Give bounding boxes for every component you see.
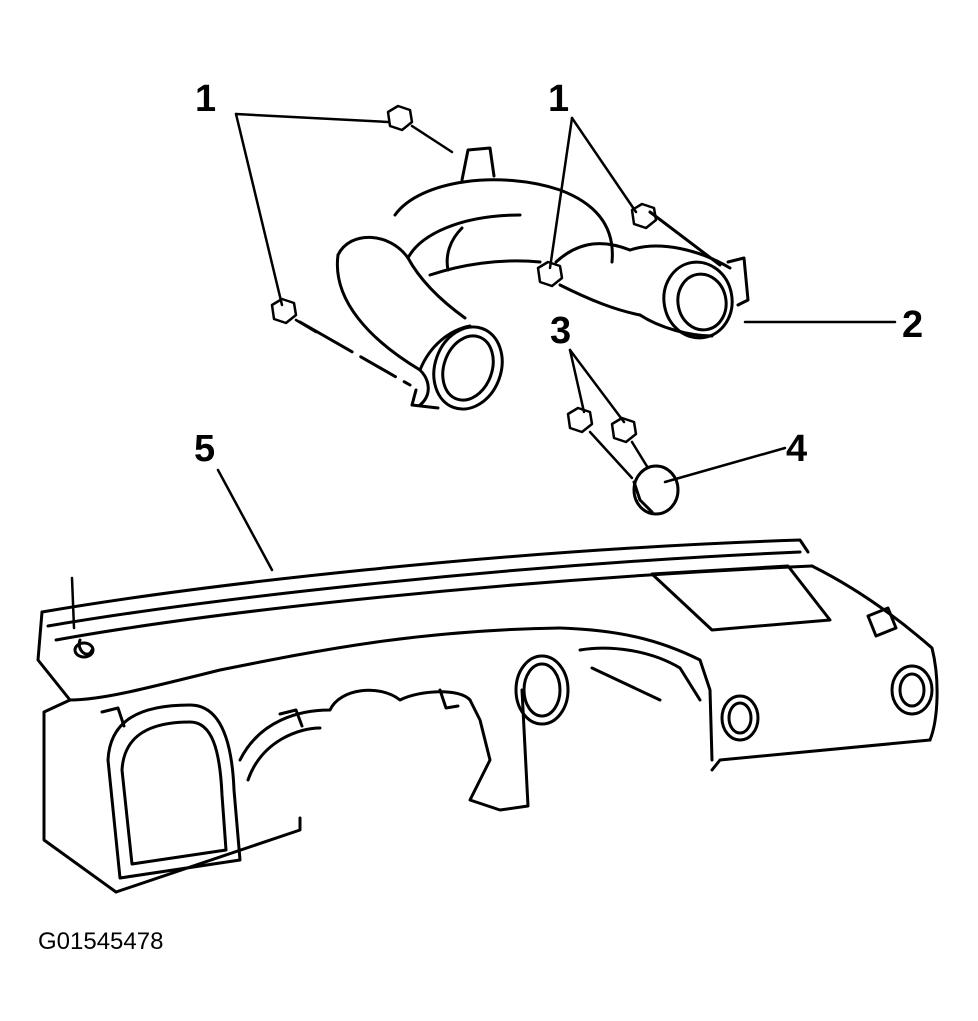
left-air-duct xyxy=(298,146,614,411)
nut-top-left xyxy=(386,104,454,154)
fasteners xyxy=(270,104,658,480)
callout-1-right: 1 xyxy=(548,78,570,120)
callout-2: 2 xyxy=(902,304,924,346)
instrument-panel xyxy=(36,538,939,894)
callout-3: 3 xyxy=(550,310,572,352)
nut-right-lower xyxy=(536,260,564,288)
callout-4: 4 xyxy=(786,428,808,470)
nut-3-right xyxy=(610,416,650,470)
nut-right-upper xyxy=(630,202,658,230)
nut-3-left xyxy=(566,406,634,480)
vent-part-4 xyxy=(632,464,680,516)
figure-id: G01545478 xyxy=(38,928,164,955)
leader-lines xyxy=(70,112,897,630)
callout-5: 5 xyxy=(194,428,216,470)
callout-1-left: 1 xyxy=(195,78,217,120)
right-air-duct xyxy=(554,210,750,340)
nut-mid-left xyxy=(270,297,318,334)
